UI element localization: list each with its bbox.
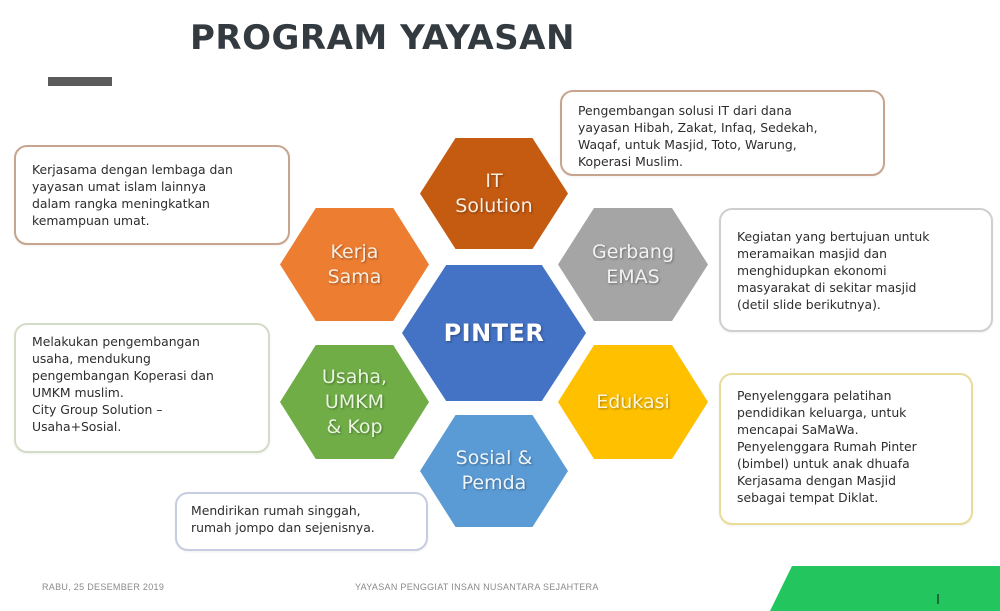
hex-center-label: PINTER <box>443 318 545 347</box>
note-line: menghidupkan ekonomi <box>737 263 887 278</box>
note-line: Melakukan pengembangan <box>32 334 200 349</box>
hex-it-solution: IT Solution <box>420 138 568 249</box>
hex-edukasi: Edukasi <box>558 345 708 459</box>
note-line: kemampuan umat. <box>32 213 150 228</box>
note-edukasi: Penyelenggara pelatihan pendidikan kelua… <box>719 373 973 525</box>
note-line: Mendirikan rumah singgah, <box>191 503 361 518</box>
note-line: pengembangan Koperasi dan <box>32 368 214 383</box>
note-line: (detil slide berikutnya). <box>737 297 881 312</box>
note-line: Kerjasama dengan Masjid <box>737 473 896 488</box>
note-it-solution: Pengembangan solusi IT dari dana yayasan… <box>560 90 885 176</box>
note-line: dalam rangka meningkatkan <box>32 196 210 211</box>
note-line: Pengembangan solusi IT dari dana <box>578 103 792 118</box>
hex-pinter-center: PINTER <box>402 265 586 401</box>
note-line: City Group Solution – <box>32 402 163 417</box>
hex-usaha-umkm: Usaha, UMKM & Kop <box>280 345 429 459</box>
footer-date: RABU, 25 DESEMBER 2019 <box>42 582 165 592</box>
title-accent-bar <box>48 77 112 86</box>
hex-label: IT <box>485 169 503 192</box>
note-line: Penyelenggara pelatihan <box>737 388 892 403</box>
note-line: (bimbel) untuk anak dhuafa <box>737 456 910 471</box>
note-line: pendidikan keluarga, untuk <box>737 405 907 420</box>
note-line: yayasan Hibah, Zakat, Infaq, Sedekah, <box>578 120 818 135</box>
note-line: Penyelenggara Rumah Pinter <box>737 439 917 454</box>
note-line: UMKM muslim. <box>32 385 124 400</box>
note-line: Koperasi Muslim. <box>578 154 683 169</box>
hex-label: Sosial & <box>455 447 533 469</box>
footer-slide-mark <box>937 594 939 604</box>
hex-label: EMAS <box>606 265 660 288</box>
hex-label: Edukasi <box>596 390 670 413</box>
hex-kerja-sama: Kerja Sama <box>280 208 429 321</box>
note-sosial-pemda: Mendirikan rumah singgah, rumah jompo da… <box>175 492 428 551</box>
hex-label: Sama <box>327 265 382 288</box>
hex-gerbang-emas: Gerbang EMAS <box>558 208 708 321</box>
footer-accent-shape <box>770 566 1000 611</box>
note-line: masyarakat di sekitar masjid <box>737 280 917 295</box>
note-line: Kegiatan yang bertujuan untuk <box>737 229 930 244</box>
hex-label: Gerbang <box>591 240 675 263</box>
note-line: Waqaf, untuk Masjid, Toto, Warung, <box>578 137 797 152</box>
note-kerja-sama: Kerjasama dengan lembaga dan yayasan uma… <box>14 145 290 245</box>
hex-label: Kerja <box>330 240 379 263</box>
note-line: sebagai tempat Diklat. <box>737 490 879 505</box>
hex-label: Pemda <box>461 472 527 494</box>
footer-organization: YAYASAN PENGGIAT INSAN NUSANTARA SEJAHTE… <box>355 582 599 592</box>
slide-title: PROGRAM YAYASAN <box>190 18 575 58</box>
hex-label: UMKM <box>324 390 385 413</box>
hex-sosial-pemda: Sosial & Pemda <box>420 415 568 527</box>
note-line: meramaikan masjid dan <box>737 246 887 261</box>
note-line: Usaha+Sosial. <box>32 419 122 434</box>
note-line: rumah jompo dan sejenisnya. <box>191 520 375 535</box>
hex-label: Usaha, <box>321 365 388 388</box>
note-usaha-umkm: Melakukan pengembangan usaha, mendukung … <box>14 323 270 453</box>
note-line: yayasan umat islam lainnya <box>32 179 207 194</box>
note-line: usaha, mendukung <box>32 351 151 366</box>
note-line: Kerjasama dengan lembaga dan <box>32 162 233 177</box>
hex-label: Solution <box>455 194 533 217</box>
note-gerbang-emas: Kegiatan yang bertujuan untuk meramaikan… <box>719 208 993 332</box>
hex-label: & Kop <box>326 415 383 438</box>
note-line: mencapai SaMaWa. <box>737 422 859 437</box>
